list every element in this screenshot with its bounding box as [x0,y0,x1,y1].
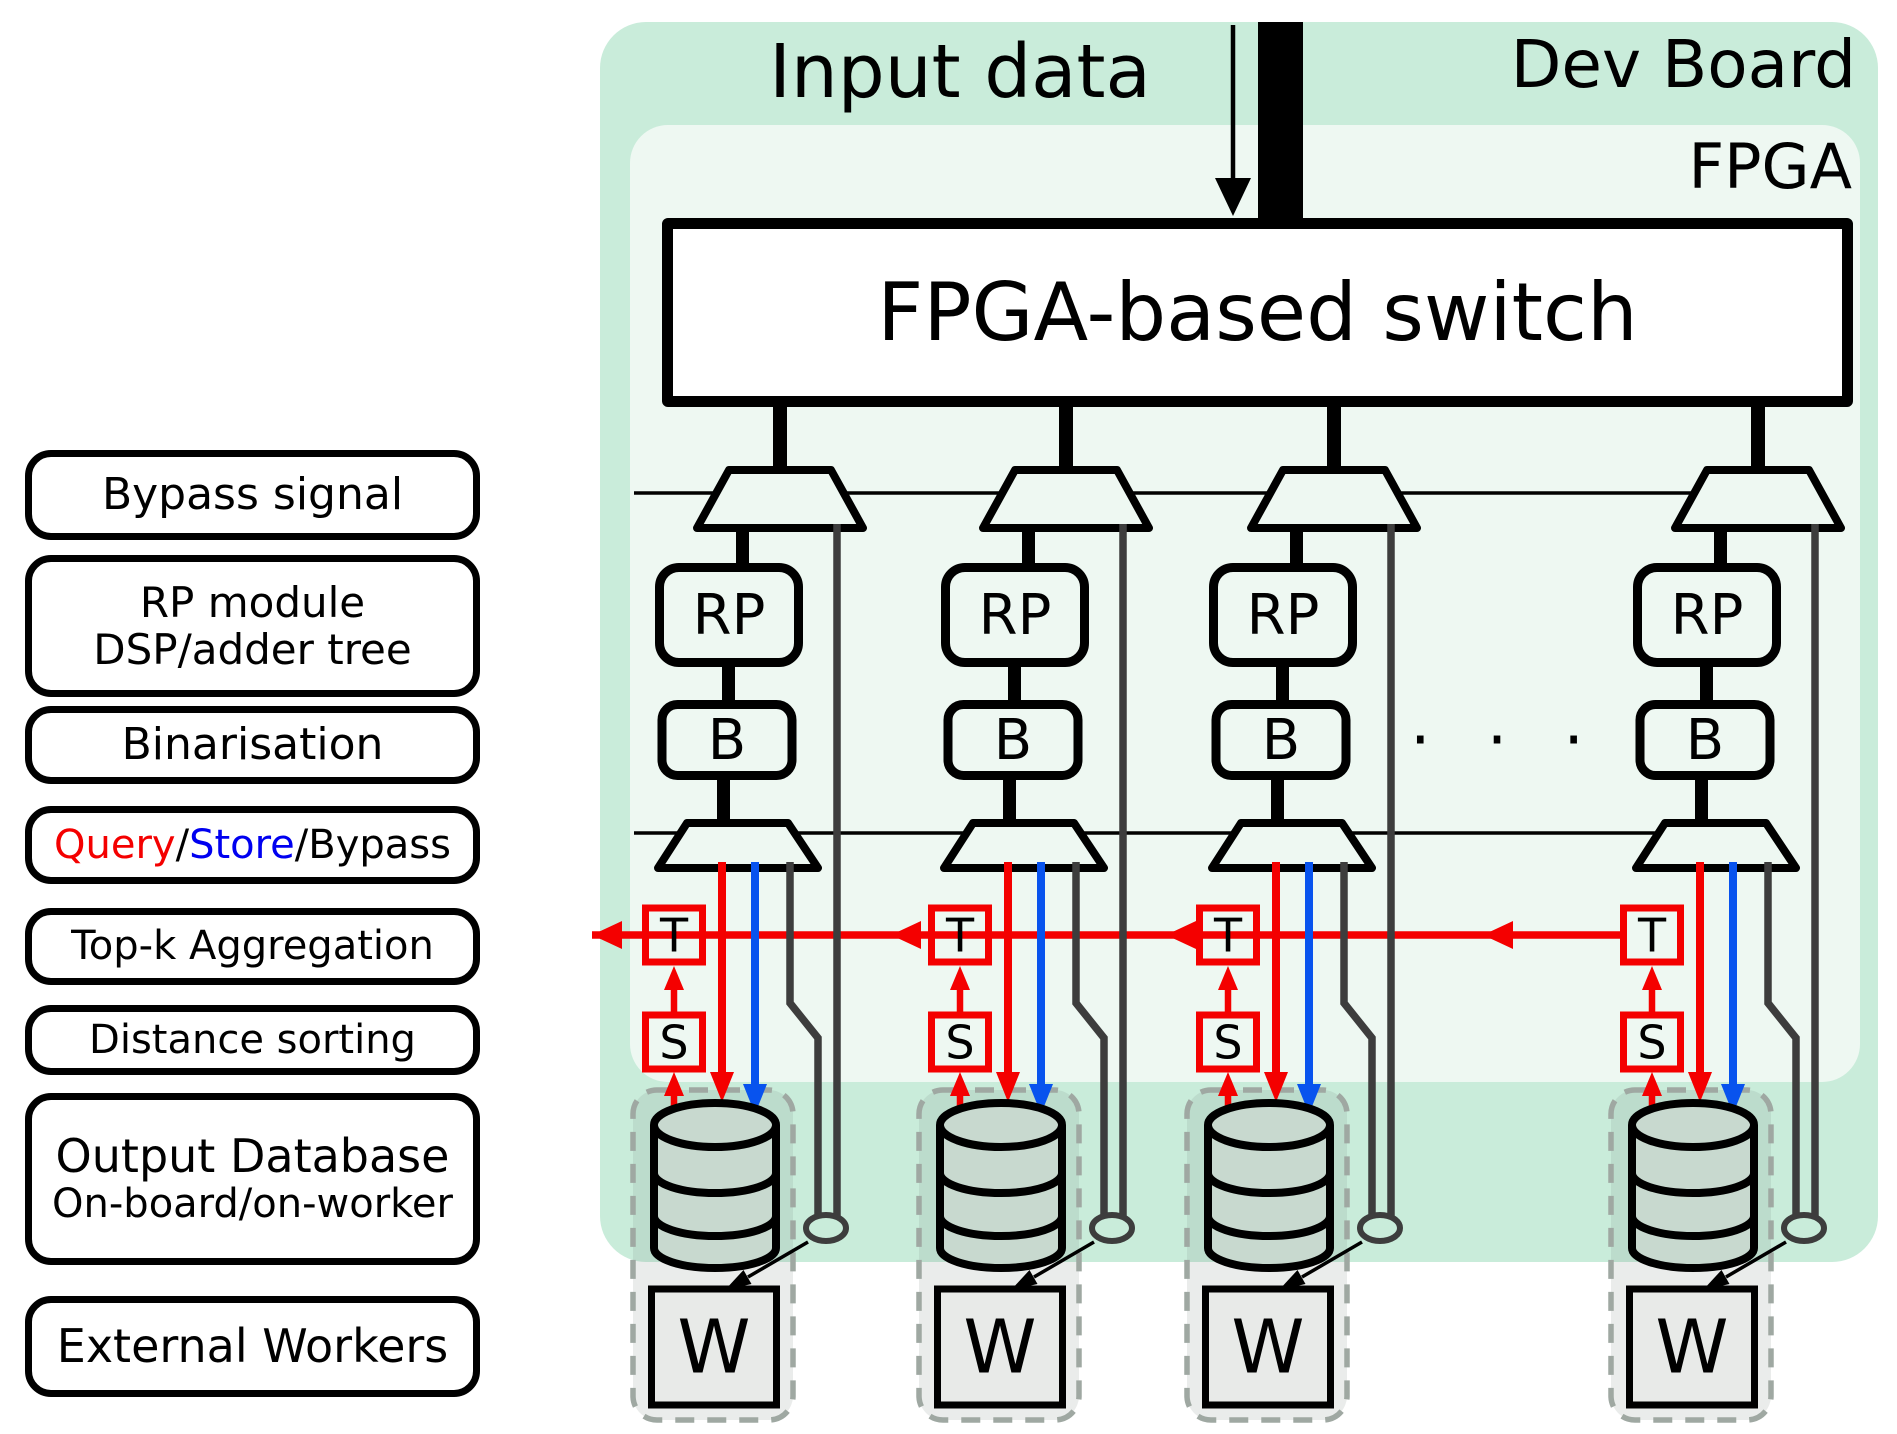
legend-bypass-signal: Bypass signal [25,450,480,540]
worker-box: W [648,1285,780,1409]
input-bus-bar [1258,22,1303,220]
legend-text: External Workers [56,1318,449,1373]
worker-box: W [1626,1285,1758,1409]
legend-output-database: Output Database On-board/on-worker [25,1093,480,1265]
legend-text: On-board/on-worker [52,1181,453,1228]
input-data-label: Input data [769,29,1151,115]
topk-chain-arrowhead [592,921,622,949]
binarisation-box: B [1211,700,1351,780]
legend-text: DSP/adder tree [93,625,412,674]
legend-store-text: Store [189,821,295,868]
legend-text: RP module [139,577,366,627]
topk-box: T [642,904,706,966]
legend-rp-module: RP module DSP/adder tree [25,555,480,697]
legend-query-text: Query [54,821,176,868]
legend-query-store-bypass: Query/Store/Bypass [25,806,480,884]
topk-box: T [928,904,992,966]
rp-module-box: RP [1633,563,1781,667]
rp-module-box: RP [1209,563,1357,667]
more-columns-ellipsis: · · · [1410,704,1602,778]
worker-box: W [934,1285,1066,1409]
legend-text: Distance sorting [89,1016,416,1063]
legend-text: Output Database [55,1128,450,1183]
legend-text: Top-k Aggregation [71,923,434,970]
sorting-box: S [928,1011,992,1073]
fpga-switch-box: FPGA-based switch [662,218,1853,407]
topk-chain-arrowhead [1166,921,1196,949]
worker-box: W [1202,1285,1334,1409]
topk-box: T [1620,904,1684,966]
legend-external-workers: External Workers [25,1296,480,1397]
rp-module-box: RP [655,563,803,667]
legend-bypass-text: Bypass [308,821,451,868]
topk-chain-arrowhead [891,921,921,949]
sorting-box: S [1196,1011,1260,1073]
legend-slash: / [294,821,309,868]
legend-text: Bypass signal [101,469,404,521]
binarisation-box: B [657,700,797,780]
input-data-arrowhead [1215,178,1251,216]
fpga-title: FPGA [1688,129,1852,203]
sorting-box: S [1620,1011,1684,1073]
rp-module-box: RP [941,563,1089,667]
binarisation-box: B [943,700,1083,780]
legend-topk-aggregation: Top-k Aggregation [25,908,480,985]
legend-slash: / [175,821,190,868]
legend-text: Binarisation [121,719,384,771]
sorting-box: S [642,1011,706,1073]
legend-distance-sorting: Distance sorting [25,1005,480,1075]
dev-board-title: Dev Board [1510,25,1856,103]
topk-chain-arrowhead [1483,921,1513,949]
legend-binarisation: Binarisation [25,706,480,784]
topk-box: T [1196,904,1260,966]
binarisation-box: B [1635,700,1775,780]
